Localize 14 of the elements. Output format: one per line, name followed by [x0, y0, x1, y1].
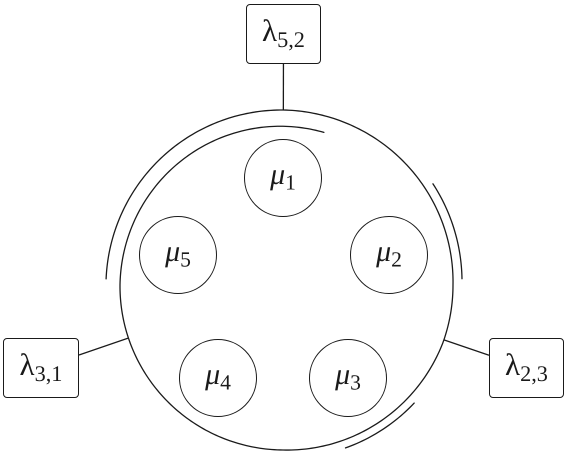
- connector-line: [78, 337, 129, 356]
- math-label: μ$_{3}$: [335, 359, 361, 397]
- math-label: μ$_{2}$: [376, 236, 402, 274]
- label-box: [489, 338, 564, 398]
- math-label: μ$_{1}$: [270, 159, 296, 197]
- math-label: λ$_{3,1}$: [20, 348, 62, 388]
- math-label: λ$_{5,2}$: [262, 14, 305, 54]
- connector-line: [444, 339, 490, 356]
- connector-line: [282, 64, 284, 110]
- math-label: μ$_{4}$: [205, 359, 231, 397]
- label-box: [246, 4, 321, 64]
- math-label: μ$_{5}$: [165, 236, 191, 274]
- label-box: [3, 338, 79, 398]
- math-label: λ$_{2,3}$: [505, 348, 548, 388]
